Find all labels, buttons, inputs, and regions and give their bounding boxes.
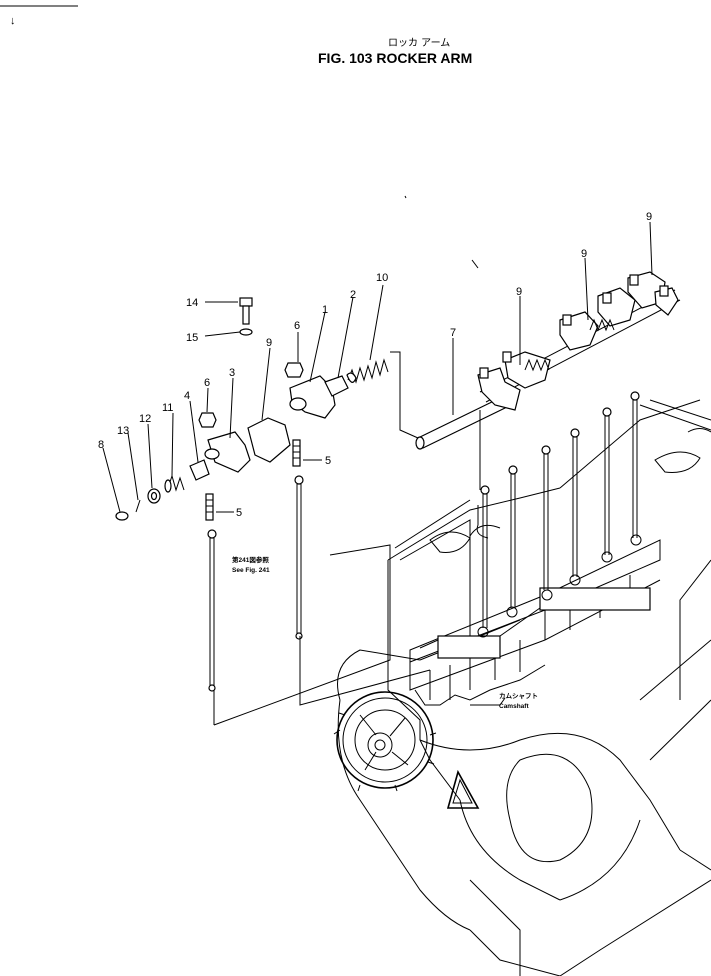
camshaft-english: Camshaft <box>499 703 529 710</box>
camshaft-japanese: カムシャフト <box>499 692 538 700</box>
see-fig-japanese: 第241図参照 <box>232 555 269 564</box>
callout-9-a: 9 <box>516 286 522 298</box>
figure-title: FIG. 103 ROCKER ARM <box>318 50 472 66</box>
callout-11: 11 <box>162 402 173 414</box>
callout-9-c: 9 <box>646 211 652 223</box>
reference-notes: 第241図参照 See Fig. 241 カムシャフト Camshaft <box>232 555 538 710</box>
callout-7: 7 <box>450 327 456 339</box>
exploded-parts <box>115 297 389 692</box>
callout-5-lower: 5 <box>236 507 242 519</box>
rocker-shaft-assembly <box>415 271 681 450</box>
leader-lines <box>102 195 653 726</box>
callout-6-lower: 6 <box>204 377 210 389</box>
callout-1: 1 <box>322 304 328 316</box>
see-fig-english: See Fig. 241 <box>232 567 270 574</box>
callout-9-b: 9 <box>581 248 587 260</box>
push-rods-installed <box>480 391 640 628</box>
callout-12: 12 <box>139 413 151 425</box>
callout-4: 4 <box>184 390 190 402</box>
callout-10: 10 <box>376 272 388 284</box>
corner-mark: ↓ <box>10 15 16 27</box>
rocker-housing <box>409 534 661 706</box>
callout-15: 15 <box>186 332 198 344</box>
callout-6-upper: 6 <box>294 320 300 332</box>
callout-labels: 14 15 6 1 2 10 7 9 9 9 9 6 3 4 11 12 13 … <box>98 211 652 519</box>
callout-13: 13 <box>117 425 129 437</box>
callout-2: 2 <box>350 289 356 301</box>
title-japanese: ロッカ アーム <box>388 37 450 49</box>
callout-9-d: 9 <box>266 337 272 349</box>
callout-14: 14 <box>186 297 198 309</box>
callout-8: 8 <box>98 439 104 451</box>
callout-5-upper: 5 <box>325 455 331 467</box>
engine-block <box>333 399 711 976</box>
callout-3: 3 <box>229 367 235 379</box>
